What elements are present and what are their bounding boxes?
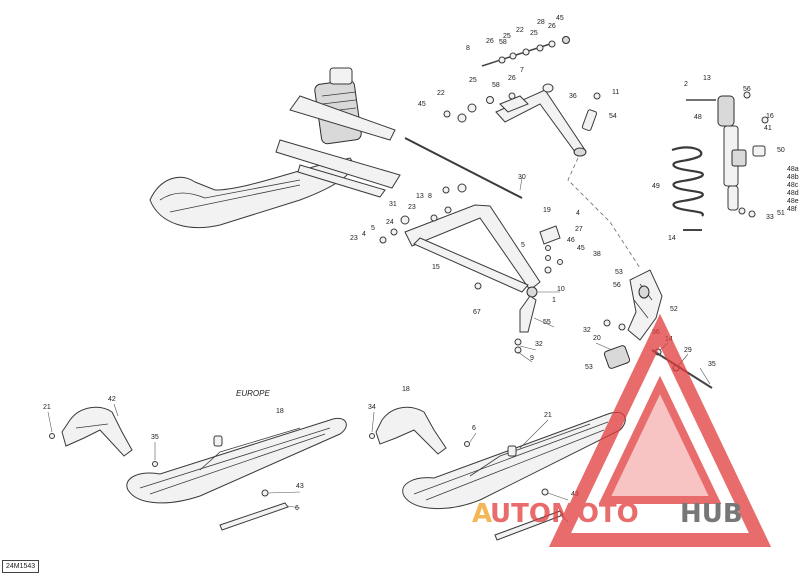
region-caption: EUROPE — [236, 389, 270, 398]
callout: 55 — [543, 319, 551, 326]
callout: 1 — [552, 297, 556, 304]
watermark-logo: A UTOMOTO HUB — [472, 313, 772, 547]
callout: 56 — [613, 282, 621, 289]
upper-a-arm — [495, 83, 587, 157]
callout: 53 — [585, 364, 593, 371]
callout: 28 — [537, 19, 545, 26]
watermark-text-dark: HUB — [680, 499, 743, 529]
ski-assembly — [369, 406, 626, 541]
callout: 67 — [473, 309, 481, 316]
callout: 42 — [108, 396, 116, 403]
callout: 32 — [583, 327, 591, 334]
callout: 26 — [508, 75, 516, 82]
lower-a-arm — [379, 183, 563, 354]
callout: 36 — [569, 93, 577, 100]
callout: 58 — [492, 82, 500, 89]
callout: 48e — [787, 198, 799, 205]
callout: 41 — [764, 125, 772, 132]
callout: 48 — [694, 114, 702, 121]
callout: 24 — [386, 219, 394, 226]
callout: 48d — [787, 190, 799, 197]
callout: 25 — [503, 33, 511, 40]
callout: 16 — [766, 113, 774, 120]
callout: 6 — [295, 505, 299, 512]
spindle — [603, 269, 713, 389]
callout: 22 — [516, 27, 524, 34]
callout: 43 — [296, 483, 304, 490]
callout: 7 — [520, 67, 524, 74]
coil-spring — [671, 146, 704, 231]
watermark-text-red: UTOMOTO — [490, 499, 639, 529]
callout-labels: 45 28 26 22 25 58 26 25 8 7 25 26 58 11 … — [43, 15, 799, 512]
callout: 13 — [703, 75, 711, 82]
callout: 29 — [684, 347, 692, 354]
callout: 48a — [787, 166, 799, 173]
callout: 19 — [543, 207, 551, 214]
europe-ski-assembly — [49, 406, 347, 531]
callout: 11 — [612, 89, 619, 96]
callout: 31 — [389, 201, 397, 208]
callout: 18 — [276, 408, 284, 415]
callout: 26 — [486, 38, 494, 45]
callout: 13 — [416, 193, 424, 200]
callout: 9 — [530, 355, 534, 362]
reference-code: 24M1543 — [2, 560, 40, 573]
callout: 45 — [577, 245, 585, 252]
callout: 48b — [787, 174, 799, 181]
callout: 48c — [787, 182, 799, 189]
callout: 35 — [151, 434, 159, 441]
callout: 8 — [428, 193, 432, 200]
callout: 15 — [432, 264, 440, 271]
callout: 35 — [708, 361, 716, 368]
callout: 34 — [368, 404, 376, 411]
callout: 46 — [567, 237, 575, 244]
callout: 25 — [469, 77, 477, 84]
callout: 27 — [575, 226, 583, 233]
callout: 8 — [466, 45, 470, 52]
callout: 45 — [556, 15, 564, 22]
callout: 4 — [576, 210, 580, 217]
front-suspension-assembly — [149, 67, 523, 228]
callout: 54 — [609, 113, 617, 120]
callout: 48f — [787, 206, 797, 213]
callout: 10 — [557, 286, 565, 293]
callout: 23 — [350, 235, 358, 242]
callout: 21 — [43, 404, 51, 411]
callout: 20 — [593, 335, 601, 342]
callout: 23 — [408, 204, 416, 211]
callout: 30 — [518, 174, 526, 181]
callout: 25 — [530, 30, 538, 37]
callout: 56 — [743, 86, 751, 93]
callout: 38 — [593, 251, 601, 258]
callout: 32 — [535, 341, 543, 348]
callout: 22 — [437, 90, 445, 97]
callout: 51 — [777, 210, 785, 217]
callout: 50 — [777, 147, 785, 154]
callout: 5 — [371, 225, 375, 232]
callout: 5 — [521, 242, 525, 249]
callout: 33 — [766, 214, 774, 221]
callout: 53 — [615, 269, 623, 276]
callout: 58 — [499, 39, 507, 46]
callout: 14 — [668, 235, 676, 242]
callout: 2 — [684, 81, 688, 88]
callout: 45 — [418, 101, 426, 108]
watermark-initial: A — [472, 499, 492, 529]
callout: 18 — [402, 386, 410, 393]
callout: 21 — [544, 412, 552, 419]
callout: 52 — [670, 306, 678, 313]
callout: 6 — [472, 425, 476, 432]
callout: 26 — [548, 23, 556, 30]
callout: 49 — [652, 183, 660, 190]
callout: 4 — [362, 231, 366, 238]
hardware-stack-top — [443, 36, 601, 132]
shock-absorber — [686, 91, 769, 218]
